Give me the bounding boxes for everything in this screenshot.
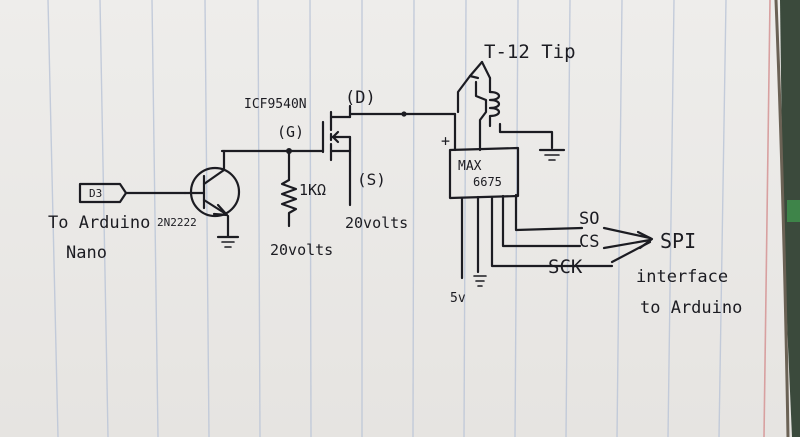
- source-label: (S): [357, 170, 386, 189]
- left-voltage-label: 20volts: [270, 241, 333, 259]
- ground-symbol: [216, 235, 240, 248]
- cs-label: CS: [579, 232, 599, 252]
- ground-symbol: [538, 148, 566, 161]
- chip-label-1: MAX: [458, 159, 482, 174]
- resistor-label: 1KΩ: [299, 181, 326, 199]
- ruled-lines: [47, 0, 727, 437]
- resistor-1k: [280, 178, 298, 228]
- max6675-chip: [448, 146, 520, 200]
- gate-label: (G): [277, 123, 304, 141]
- margin-line: [763, 0, 771, 437]
- interface-label: interface: [636, 267, 728, 287]
- nano-label: Nano: [66, 243, 107, 263]
- tip-label: T-12 Tip: [484, 41, 576, 63]
- mosfet-label: ICF9540N: [244, 97, 307, 112]
- d3-connector: [78, 182, 128, 204]
- sck-label: SCK: [548, 256, 583, 278]
- transistor-label: 2N2222: [157, 216, 197, 229]
- right-voltage-label: 20volts: [345, 214, 408, 232]
- chip-label-2: 6675: [473, 175, 502, 189]
- arduino-label: To Arduino: [48, 213, 150, 233]
- to-arduino-label: to Arduino: [640, 298, 742, 318]
- t12-tip-symbol: [456, 60, 501, 152]
- heater-coil: [488, 90, 501, 128]
- minus-label: -: [505, 122, 514, 140]
- so-label: SO: [579, 209, 599, 229]
- p-mosfet: [321, 104, 352, 207]
- pin-label: D3: [89, 187, 102, 200]
- plus-label: +: [441, 132, 450, 150]
- drain-label: (D): [345, 88, 376, 108]
- spi-label: SPI: [660, 229, 696, 253]
- 5v-label: 5v: [450, 291, 466, 306]
